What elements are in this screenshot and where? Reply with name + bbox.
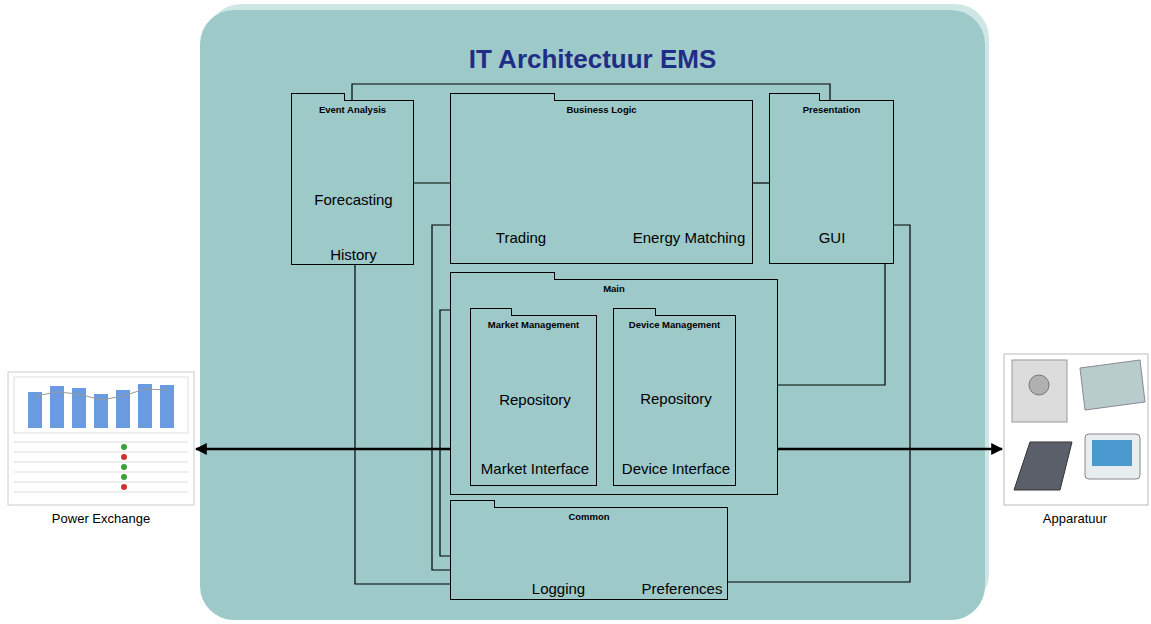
boiler-part xyxy=(1029,375,1049,395)
dependency-line xyxy=(440,310,450,556)
component-box: Preferences xyxy=(637,514,727,598)
dependency-line xyxy=(753,182,769,183)
component-label: Repository xyxy=(499,391,571,408)
component-box: History xyxy=(301,209,406,264)
table-row xyxy=(14,442,188,443)
interface-arrow xyxy=(196,448,478,451)
component-box: Energy Matching xyxy=(629,139,749,247)
package-tab xyxy=(450,93,555,101)
component-box: GUI xyxy=(776,149,888,247)
dependency-line xyxy=(414,182,450,183)
component-label: Power Exchange xyxy=(52,512,150,527)
component-label: GUI xyxy=(819,229,846,246)
package-tab xyxy=(450,272,555,280)
component-box: Forecasting xyxy=(301,117,406,209)
package-label: Market Management xyxy=(488,320,579,331)
package-label: Presentation xyxy=(803,105,861,116)
table-marker xyxy=(121,464,127,470)
component-label: Apparatuur xyxy=(1043,512,1107,527)
package-box: MainMarket ManagementRepositoryMarket In… xyxy=(450,279,778,495)
external-system: Apparatuur xyxy=(1002,352,1148,528)
freezer xyxy=(1080,360,1145,410)
table-row xyxy=(14,472,188,473)
table-row xyxy=(14,492,188,493)
package-box: Business LogicTrading Energy Matching xyxy=(450,100,753,264)
package-box: Event AnalysisForecastingHistory xyxy=(291,100,414,265)
package-box: PresentationGUI xyxy=(769,100,894,264)
package-tab xyxy=(450,500,495,508)
component-box: Repository xyxy=(622,335,730,408)
table-rows xyxy=(14,442,188,492)
component-label: Trading xyxy=(496,229,546,246)
package-box: Device ManagementRepositoryDevice Interf… xyxy=(613,315,736,486)
external-system: Power Exchange xyxy=(6,370,196,528)
component-label: Market Interface xyxy=(481,460,589,477)
chart-bar xyxy=(160,385,174,428)
package-tab xyxy=(613,308,656,316)
component-label: Preferences xyxy=(642,580,723,597)
component-box: Logging xyxy=(516,527,601,598)
chart-frame xyxy=(8,372,194,505)
chart-bar xyxy=(28,392,42,428)
diagram-title: IT Architectuur EMS xyxy=(200,44,985,75)
component-label: Device Interface xyxy=(622,460,730,477)
component-box: Device Interface xyxy=(619,405,734,478)
table-marker xyxy=(121,474,127,480)
component-label: Energy Matching xyxy=(633,229,746,246)
package-label: Common xyxy=(568,512,609,523)
table-row xyxy=(14,452,188,453)
package-box: Market ManagementRepositoryMarket Interf… xyxy=(470,315,597,486)
table-marker xyxy=(121,454,127,460)
component-label: Forecasting xyxy=(314,191,392,208)
component-box: Market Interface xyxy=(478,407,593,478)
thermostat-screen xyxy=(1092,440,1132,466)
dependency-line xyxy=(355,265,450,584)
component-box: Trading xyxy=(466,127,576,247)
devices-frame xyxy=(1004,354,1148,505)
boiler xyxy=(1012,360,1067,422)
table-row xyxy=(14,462,188,463)
package-label: Device Management xyxy=(629,320,720,331)
chart-area xyxy=(14,377,188,433)
panel-ground xyxy=(200,10,985,620)
component-label: Logging xyxy=(532,580,585,597)
package-label: Event Analysis xyxy=(319,105,386,116)
package-tab xyxy=(769,93,820,101)
component-label: History xyxy=(330,246,377,263)
table-marker xyxy=(121,484,127,490)
dependency-line xyxy=(778,264,885,385)
solar-panel xyxy=(1014,442,1072,490)
package-tab xyxy=(291,93,345,101)
package-box: CommonLogging Preferences xyxy=(450,507,728,600)
dependency-line xyxy=(432,225,450,570)
package-label: Business Logic xyxy=(566,105,636,116)
table-marker xyxy=(121,444,127,450)
thermostat xyxy=(1085,434,1140,479)
table-row xyxy=(14,482,188,483)
component-box: Repository xyxy=(479,335,591,409)
dependency-line xyxy=(352,84,830,100)
component-label: Repository xyxy=(640,390,712,407)
chart-line xyxy=(35,389,167,400)
package-tab xyxy=(470,308,512,316)
package-label: Main xyxy=(603,284,625,295)
